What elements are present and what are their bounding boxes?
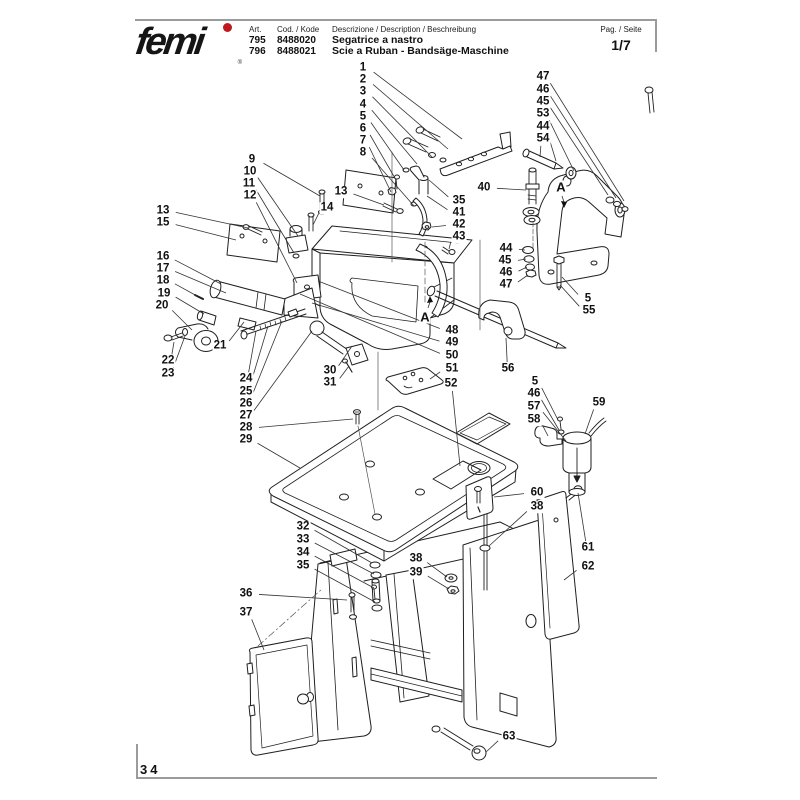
header-col-code: Cod. / Kode 8488020 8488021 bbox=[277, 25, 319, 57]
tension-lever bbox=[426, 285, 567, 349]
housing-pins bbox=[307, 189, 326, 232]
mount-block bbox=[285, 225, 309, 259]
motor-bracket bbox=[536, 169, 626, 285]
blade-guard-curve bbox=[415, 243, 448, 318]
adjuster-rod bbox=[240, 308, 369, 373]
art-row-1: 795 bbox=[249, 35, 266, 46]
footer-rule bbox=[136, 777, 657, 779]
stand-hardware bbox=[329, 511, 491, 678]
header-col-art: Art. 795 796 bbox=[249, 25, 266, 57]
elbow-fitting bbox=[409, 165, 456, 255]
header-rule-tick bbox=[655, 19, 657, 52]
header-col-description: Descrizione / Description / Beschreibung… bbox=[332, 25, 509, 57]
description-row-1: Segatrice a nastro bbox=[332, 34, 424, 46]
cover-plates bbox=[226, 169, 404, 263]
description-label: Descrizione / Description / Beschreibung bbox=[332, 25, 477, 34]
page-label: Pag. / Seite bbox=[600, 25, 642, 34]
guide-plate bbox=[385, 367, 444, 395]
side-panel bbox=[536, 491, 580, 640]
alignment-lines bbox=[257, 151, 534, 647]
art-row-2: 796 bbox=[249, 46, 266, 57]
header-col-page: Pag. / Seite 1/7 bbox=[588, 25, 654, 53]
switch-assembly bbox=[534, 416, 607, 496]
femi-logo-dot bbox=[223, 23, 232, 32]
stand-base bbox=[302, 520, 557, 748]
code-label: Cod. / Kode bbox=[277, 25, 320, 34]
access-door bbox=[246, 637, 319, 756]
header-rule bbox=[135, 19, 657, 21]
base-bolt bbox=[431, 725, 487, 761]
art-label: Art. bbox=[249, 25, 262, 34]
code-row-1: 8488020 bbox=[277, 35, 316, 46]
bracket-hardware bbox=[522, 86, 655, 291]
page-value: 1/7 bbox=[611, 37, 631, 53]
description-row-2: Scie a Ruban - Bandsäge-Maschine bbox=[332, 45, 509, 57]
latch-plate bbox=[465, 476, 494, 520]
footer-rule-tick bbox=[136, 744, 138, 779]
arm-hardware bbox=[163, 294, 219, 352]
femi-logo: femi ® bbox=[133, 21, 242, 66]
blade-guard-bracket bbox=[387, 126, 513, 207]
registered-trademark-mark: ® bbox=[237, 60, 242, 66]
code-row-2: 8488021 bbox=[277, 46, 316, 57]
table-screw bbox=[353, 409, 361, 425]
page-number: 34 bbox=[140, 762, 161, 777]
